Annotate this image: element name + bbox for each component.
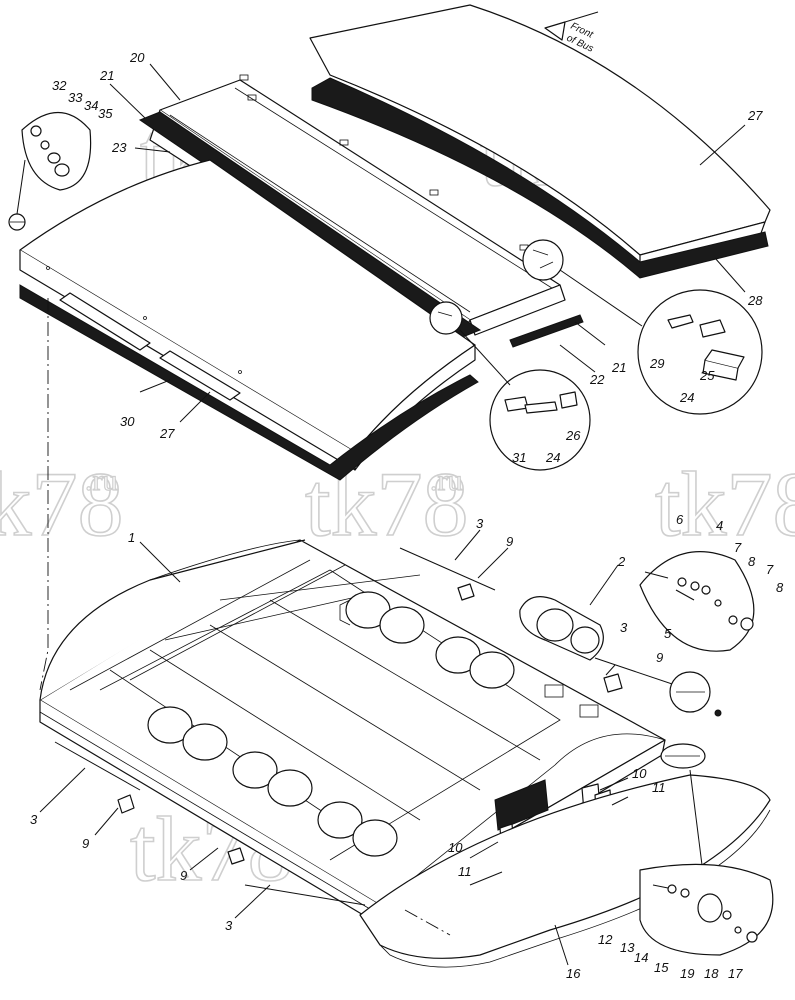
callout-9: 9: [82, 836, 89, 851]
callout-34: 34: [84, 98, 98, 113]
callout-17: 17: [728, 966, 743, 981]
callout-27: 27: [159, 426, 175, 441]
front-top-cover: [19, 159, 476, 471]
bracket-detail-bubble-right: [522, 239, 763, 415]
callout-13: 13: [620, 940, 635, 955]
base-pan: [359, 774, 771, 968]
callout-25: 25: [699, 368, 715, 383]
callout-27: 27: [747, 108, 763, 123]
callout-5: 5: [664, 626, 672, 641]
leader-lines: [39, 63, 746, 966]
support-rods: [54, 547, 691, 906]
fastener-detail-bubble: [8, 111, 92, 231]
roller-detail-bubble: [639, 743, 774, 956]
retainer-clips: [117, 583, 623, 865]
alignment-lines: [39, 298, 451, 936]
callout-10: 10: [448, 840, 463, 855]
bolt-detail-bubble: [639, 551, 755, 717]
callout-9: 9: [656, 650, 663, 665]
callout-35: 35: [98, 106, 113, 121]
callout-3: 3: [620, 620, 628, 635]
callout-14: 14: [634, 950, 648, 965]
watermark-text: tk78: [655, 453, 795, 555]
callout-30: 30: [120, 414, 135, 429]
callout-21: 21: [611, 360, 626, 375]
callout-3: 3: [225, 918, 233, 933]
callout-29: 29: [649, 356, 664, 371]
callout-8: 8: [748, 554, 756, 569]
bracket-detail-bubble-center: [429, 301, 591, 471]
callout-labels: 32 33 34 35 21 20 23 27 28 29 25 24 21 2…: [30, 50, 784, 981]
callout-21: 21: [99, 68, 114, 83]
callout-1: 1: [128, 530, 135, 545]
callout-18: 18: [704, 966, 719, 981]
callout-16: 16: [566, 966, 581, 981]
callout-12: 12: [598, 932, 613, 947]
callout-8: 8: [776, 580, 784, 595]
blower-assembly-front: [147, 706, 398, 857]
callout-10: 10: [632, 766, 647, 781]
callout-32: 32: [52, 78, 67, 93]
callout-22: 22: [589, 372, 605, 387]
callout-28: 28: [747, 293, 763, 308]
rear-cover-gasket: [311, 77, 769, 279]
callout-7: 7: [766, 562, 774, 577]
callout-24: 24: [679, 390, 694, 405]
callout-24: 24: [545, 450, 560, 465]
callout-7: 7: [734, 540, 742, 555]
callout-6: 6: [676, 512, 684, 527]
watermark-suffix: .ru: [85, 464, 118, 497]
watermark-text: tk78: [0, 453, 124, 555]
front-cover-gasket: [19, 284, 479, 481]
callout-15: 15: [654, 960, 669, 975]
blower-assembly-rear: [339, 591, 515, 689]
callout-20: 20: [129, 50, 145, 65]
callout-3: 3: [30, 812, 38, 827]
watermark-suffix: .ru: [430, 464, 463, 497]
blower-motor-spare: [519, 596, 604, 661]
callout-31: 31: [512, 450, 526, 465]
callout-4: 4: [716, 518, 723, 533]
callout-19: 19: [680, 966, 694, 981]
callout-11: 11: [458, 864, 472, 879]
callout-23: 23: [111, 140, 127, 155]
callout-2: 2: [617, 554, 626, 569]
callout-33: 33: [68, 90, 83, 105]
callout-11: 11: [652, 780, 666, 795]
callout-26: 26: [565, 428, 581, 443]
callout-3: 3: [476, 516, 484, 531]
callout-9: 9: [506, 534, 513, 549]
callout-9: 9: [180, 868, 187, 883]
